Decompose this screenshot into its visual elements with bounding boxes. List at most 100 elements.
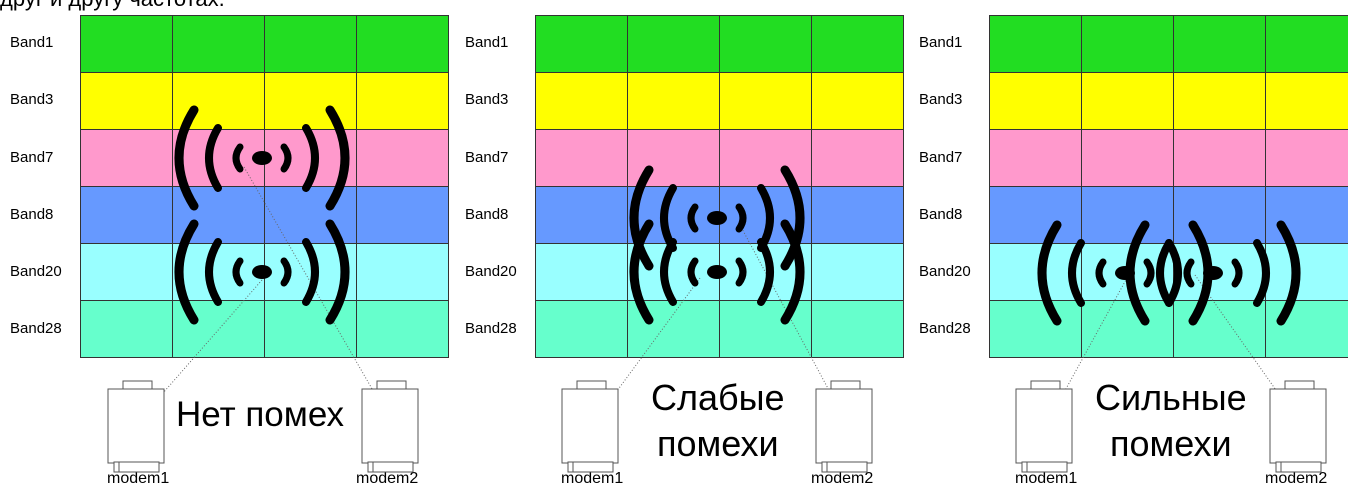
modem1-label: modem1 (561, 470, 624, 487)
band-cell (81, 187, 173, 243)
band-cell (812, 73, 904, 129)
band-cell (1174, 130, 1266, 186)
band-cell (812, 187, 904, 243)
band-label-28: Band28 (10, 320, 62, 337)
band-cell (720, 16, 812, 72)
band-cell (81, 244, 173, 300)
band-label-20: Band20 (919, 263, 971, 280)
band-cell (1082, 130, 1174, 186)
band-cell (990, 301, 1082, 357)
band-cell (720, 244, 812, 300)
band-cell (720, 187, 812, 243)
band-label-1: Band1 (465, 34, 509, 51)
band-row-band28 (81, 301, 449, 358)
band-cell (173, 187, 265, 243)
band-row-band8 (81, 187, 449, 244)
band-cell (536, 73, 628, 129)
panel-weak-interference: Band1 Band3 Band7 Band8 Band20 Band28 Сл… (455, 0, 905, 489)
band-cell (628, 16, 720, 72)
band-cell (990, 73, 1082, 129)
signal-wave-icon (179, 224, 345, 320)
band-cell (812, 301, 904, 357)
modem2-label: modem2 (1265, 470, 1328, 487)
caption: Нет помех (176, 392, 344, 438)
band-label-3: Band3 (10, 91, 54, 108)
header-text: друг и другу частотах. (0, 0, 225, 12)
caption-line-1: Слабые (651, 377, 785, 418)
band-row-band7 (536, 130, 904, 187)
band-cell (720, 73, 812, 129)
band-cell (536, 16, 628, 72)
band-row-band7 (990, 130, 1348, 187)
band-label-3: Band3 (465, 91, 509, 108)
band-cell (990, 16, 1082, 72)
band-cell (990, 187, 1082, 243)
band-grid (535, 15, 904, 358)
band-cell (1082, 187, 1174, 243)
modem1-label: modem1 (107, 470, 170, 487)
band-cell (1174, 187, 1266, 243)
signal-wave-icon (1130, 225, 1296, 321)
band-cell (990, 244, 1082, 300)
signal-wave-icon (634, 170, 800, 266)
band-cell (173, 73, 265, 129)
signal-wave-icon (179, 110, 345, 206)
band-cell (1174, 301, 1266, 357)
caption-line-1: Нет помех (176, 395, 345, 434)
band-cell (536, 187, 628, 243)
band-cell (265, 73, 357, 129)
band-cell (536, 244, 628, 300)
band-cell (357, 244, 449, 300)
band-cell (628, 301, 720, 357)
band-cell (1174, 73, 1266, 129)
band-cell (357, 16, 449, 72)
band-cell (173, 301, 265, 357)
caption: Слабые помехи (651, 375, 785, 467)
band-label-7: Band7 (465, 149, 509, 166)
band-cell (81, 73, 173, 129)
band-label-28: Band28 (919, 320, 971, 337)
signal-wave-icon (634, 224, 800, 320)
band-cell (357, 301, 449, 357)
band-cell (265, 301, 357, 357)
caption-line-2: помехи (1110, 423, 1232, 464)
modem2-label: modem2 (356, 470, 419, 487)
band-cell (265, 244, 357, 300)
band-row-band20 (990, 244, 1348, 301)
band-label-28: Band28 (465, 320, 517, 337)
band-label-8: Band8 (10, 206, 54, 223)
band-cell (720, 301, 812, 357)
band-cell (990, 130, 1082, 186)
band-cell (812, 130, 904, 186)
link-line (591, 277, 701, 426)
link-line (243, 166, 391, 421)
band-cell (812, 16, 904, 72)
band-cell (81, 16, 173, 72)
band-label-7: Band7 (919, 149, 963, 166)
band-label-1: Band1 (919, 34, 963, 51)
band-cell (357, 187, 449, 243)
band-row-band3 (536, 73, 904, 130)
band-label-8: Band8 (465, 206, 509, 223)
band-label-3: Band3 (919, 91, 963, 108)
band-cell (81, 301, 173, 357)
band-cell (1082, 16, 1174, 72)
band-row-band1 (990, 16, 1348, 73)
band-grid (989, 15, 1348, 358)
modem1-label: modem1 (1015, 470, 1078, 487)
caption-line-2: помехи (656, 423, 779, 464)
band-cell (173, 16, 265, 72)
caption: Сильные помехи (1095, 375, 1247, 467)
caption-line-1: Сильные (1095, 377, 1247, 418)
band-cell (1174, 16, 1266, 72)
band-cell (1082, 244, 1174, 300)
band-label-7: Band7 (10, 149, 54, 166)
band-cell (1082, 301, 1174, 357)
band-cell (1082, 73, 1174, 129)
band-label-20: Band20 (10, 263, 62, 280)
band-cell (536, 301, 628, 357)
band-row-band3 (990, 73, 1348, 130)
band-cell (357, 130, 449, 186)
band-row-band28 (536, 301, 904, 358)
